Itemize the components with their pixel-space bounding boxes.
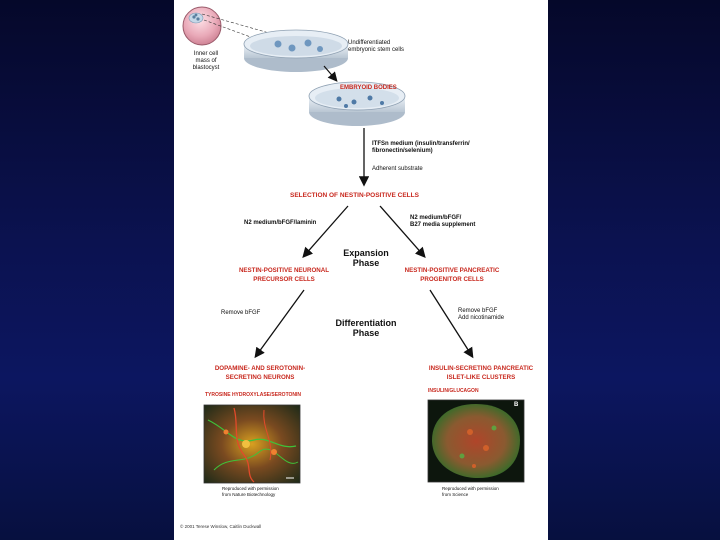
label-line: from Science <box>442 492 469 497</box>
arrow <box>302 205 349 258</box>
label-line: NESTIN-POSITIVE PANCREATIC <box>404 267 500 274</box>
label-line: mass of <box>195 58 217 64</box>
islet-clusters-label: INSULIN-SECRETING PANCREATIC ISLET-LIKE … <box>418 364 544 382</box>
label-line: embryonic stem cells <box>348 47 405 53</box>
label-line: INSULIN-SECRETING PANCREATIC <box>428 365 534 372</box>
embryoid-bodies-label: EMBRYOID BODIES <box>340 85 397 91</box>
remove-bfgf-right-label: Remove bFGF Add nicotinamide <box>458 308 504 322</box>
label-line: NESTIN-POSITIVE NEURONAL <box>238 267 330 274</box>
label-line: Phase <box>352 258 380 268</box>
right-stain-label: INSULIN/GLUCAGON <box>428 388 479 394</box>
label-line: Differentiation <box>335 318 397 328</box>
diagram-graphics <box>182 6 525 484</box>
panel-letter: B <box>514 402 519 408</box>
arrow <box>323 65 338 82</box>
copyright-text: © 2001 Terese Winslow, Caitlin Duckwall <box>180 524 262 529</box>
blastocyst-illustration <box>182 6 222 46</box>
arrow <box>254 289 305 359</box>
neurons-micrograph <box>203 404 301 484</box>
petri-dish-embryoid <box>308 81 406 126</box>
neuronal-precursor-label: NESTIN-POSITIVE NEURONAL PRECURSOR CELLS <box>228 266 340 284</box>
label-line: Remove bFGF <box>458 308 498 314</box>
right-medium-label: N2 medium/bFGF/ B27 media supplement <box>410 215 475 229</box>
expansion-phase-label: Expansion Phase <box>338 248 394 268</box>
label-line: from Nature Biotechnology <box>222 492 276 497</box>
left-stain-label: TYROSINE HYDROXYLASE/SEROTONIN <box>205 392 302 398</box>
left-credit: Reproduced with permission from Nature B… <box>222 486 279 498</box>
label-line: B27 media supplement <box>410 222 476 228</box>
arrow <box>429 289 474 359</box>
label-line: fibronectin/selenium) <box>372 148 433 154</box>
label-line: Inner cell <box>193 51 219 57</box>
differentiation-phase-label: Differentiation Phase <box>326 318 406 338</box>
label-line: ISLET-LIKE CLUSTERS <box>446 374 516 381</box>
label-line: Undifferentiated <box>348 40 391 46</box>
adherent-substrate-label: Adherent substrate <box>372 166 423 172</box>
pancreatic-progenitor-label: NESTIN-POSITIVE PANCREATIC PROGENITOR CE… <box>392 266 512 284</box>
left-medium-label: N2 medium/bFGF/laminin <box>244 220 317 226</box>
label-line: Reproduced with permission <box>222 486 279 491</box>
right-credit: Reproduced with permission from Science <box>442 486 499 498</box>
petri-dish-top <box>243 29 349 72</box>
label-line: Phase <box>352 328 380 338</box>
label-line: PROGENITOR CELLS <box>420 276 484 283</box>
label-line: N2 medium/bFGF/ <box>410 215 462 221</box>
pointer-line <box>201 13 295 41</box>
label-line: SECRETING NEURONS <box>225 374 295 381</box>
label-line: blastocyst <box>192 65 220 71</box>
remove-bfgf-left-label: Remove bFGF <box>221 310 261 316</box>
neurons-label: DOPAMINE- AND SEROTONIN- SECRETING NEURO… <box>200 364 320 382</box>
arrow <box>379 205 426 258</box>
label-line: Expansion <box>343 248 389 258</box>
diagram-card: Inner cell mass of blastocyst Undifferen… <box>174 0 548 540</box>
label-line: PRECURSOR CELLS <box>253 276 315 283</box>
label-line: Add nicotinamide <box>458 315 505 321</box>
islet-micrograph <box>427 399 525 483</box>
label-line: DOPAMINE- AND SEROTONIN- <box>214 365 306 372</box>
label-line: Reproduced with permission <box>442 486 499 491</box>
blastocyst-label: Inner cell mass of blastocyst <box>186 51 226 72</box>
label-line: ITFSn medium (insulin/transferrin/ <box>372 141 470 147</box>
stem-cells-label: Undifferentiated embryonic stem cells <box>348 40 404 54</box>
selection-label: SELECTION OF NESTIN-POSITIVE CELLS <box>290 192 419 199</box>
itfsn-medium-label: ITFSn medium (insulin/transferrin/ fibro… <box>372 141 470 155</box>
